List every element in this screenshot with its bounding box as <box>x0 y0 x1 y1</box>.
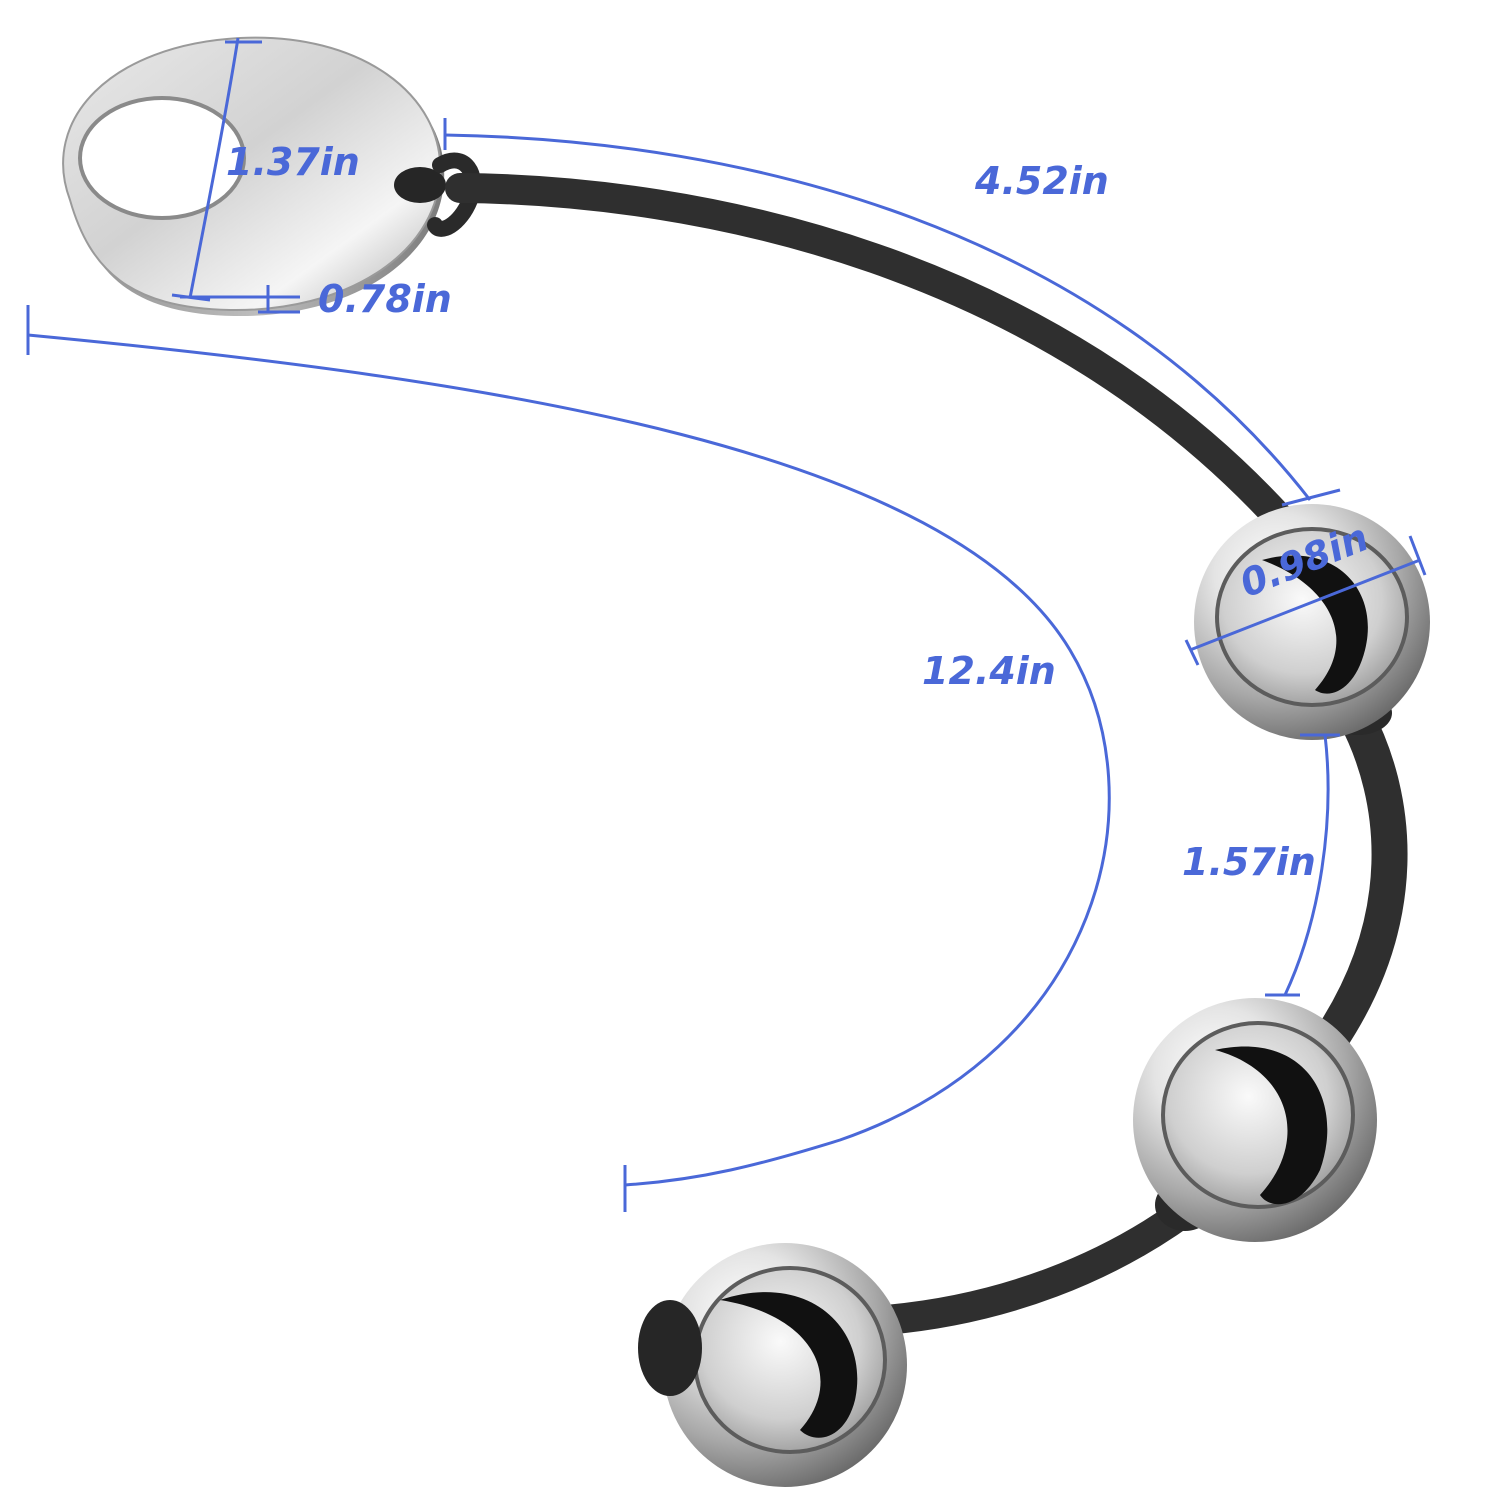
handle-plate <box>62 36 445 317</box>
metal-bead <box>1194 504 1430 740</box>
handle-hole <box>78 96 246 220</box>
metal-bead <box>663 1243 907 1487</box>
silicone-cord <box>445 173 1408 1335</box>
dimension-lines <box>26 37 1427 1212</box>
end-tip <box>638 1300 702 1396</box>
metal-bead <box>1133 998 1377 1242</box>
